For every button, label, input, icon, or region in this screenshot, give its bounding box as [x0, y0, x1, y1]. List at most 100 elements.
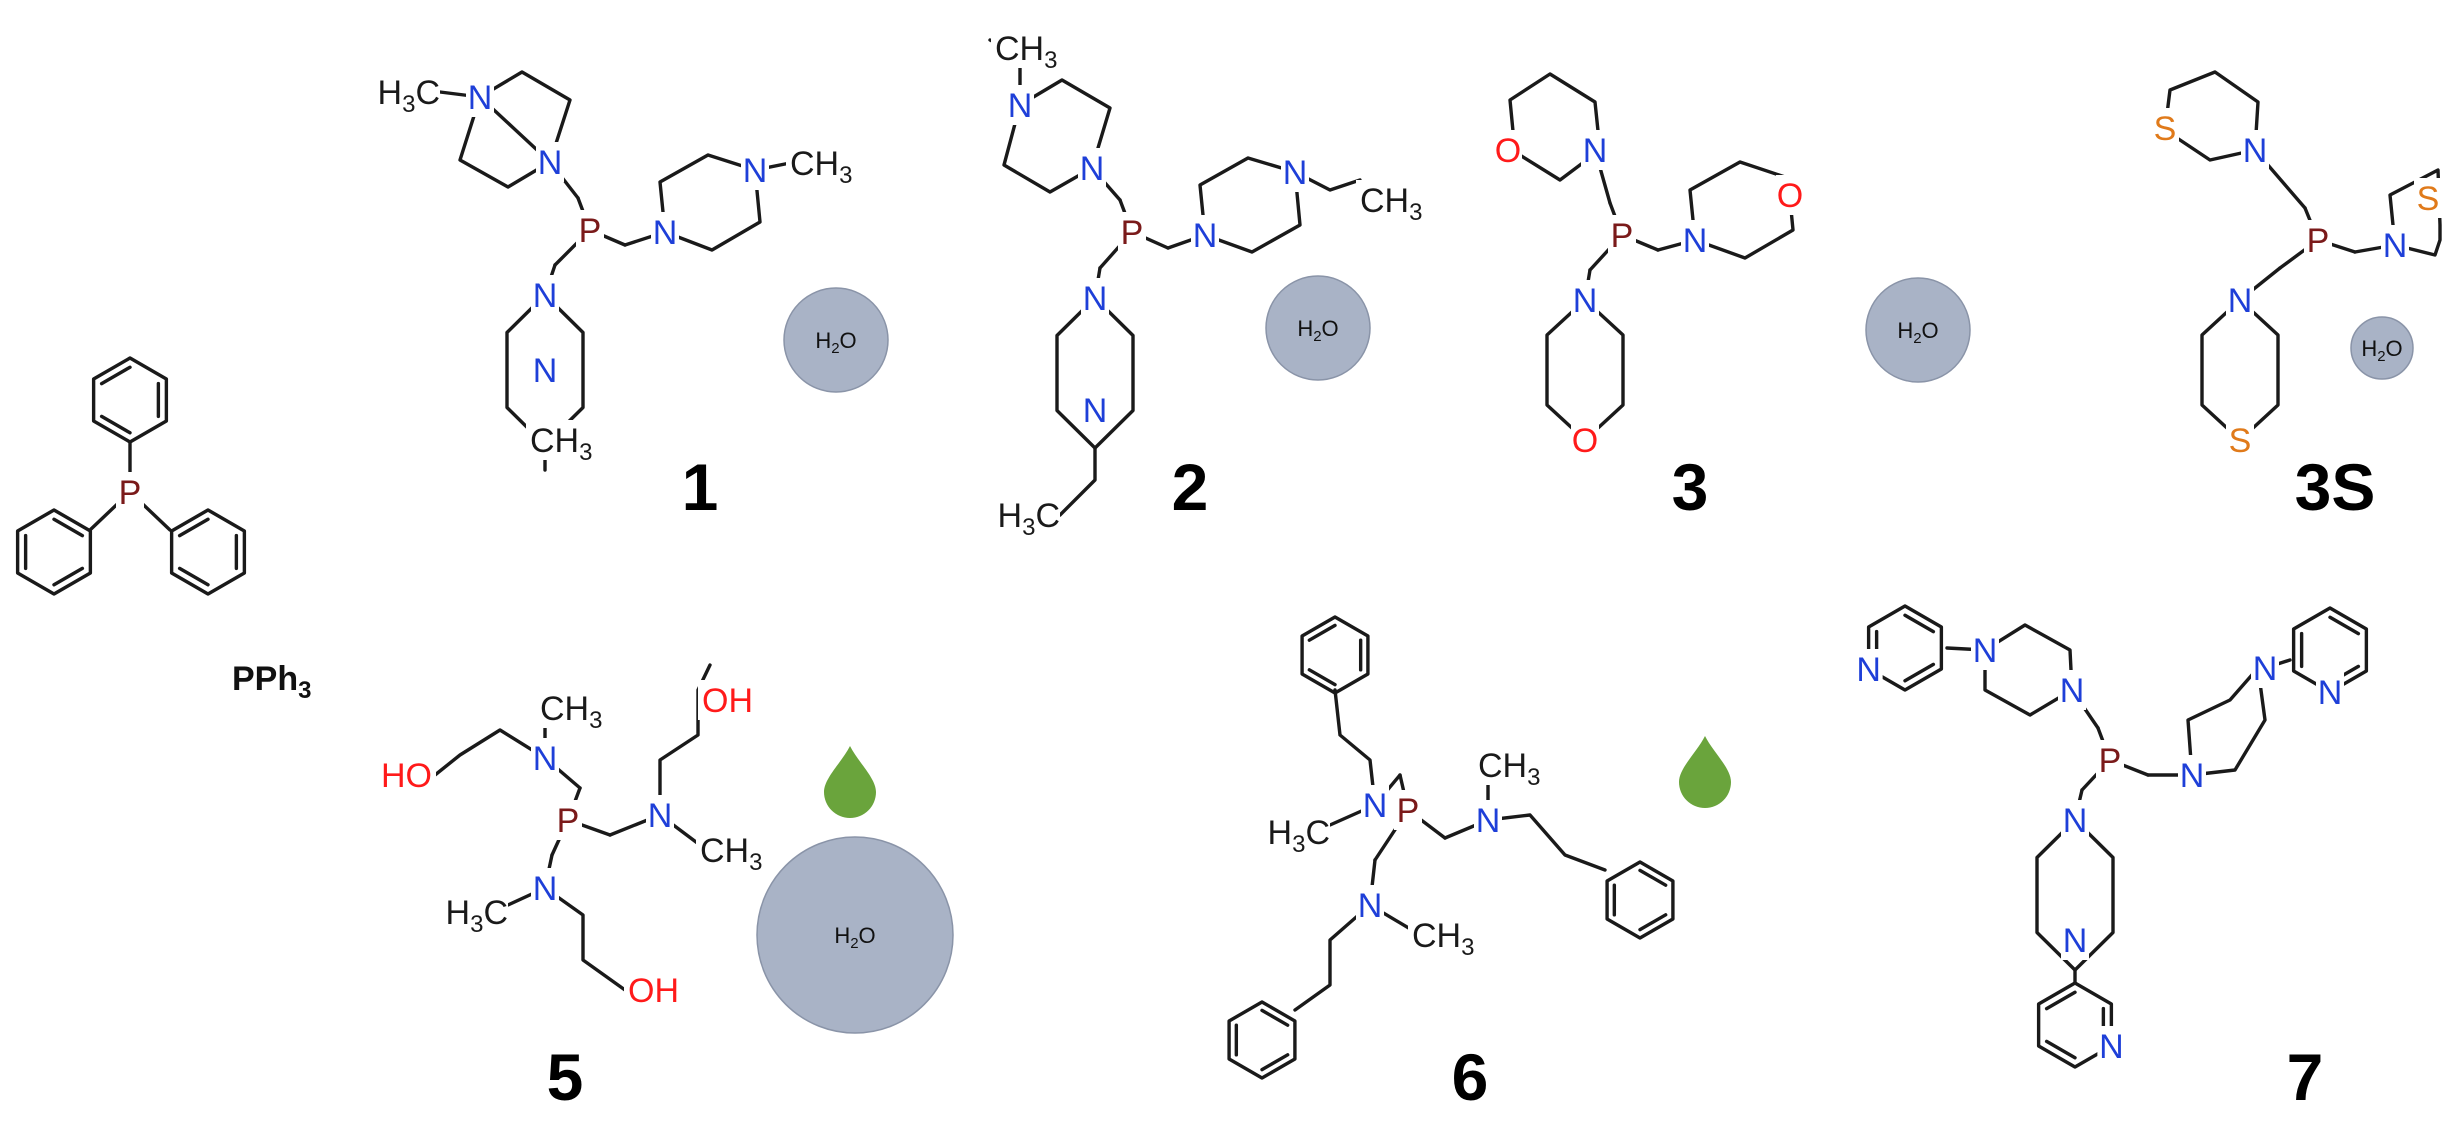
- c2-ch3-a: CH3: [995, 30, 1057, 74]
- c2-ch3-b-bg: [1356, 180, 1420, 220]
- pph3-ring-top: [91, 356, 169, 444]
- c6-chain-c: [1293, 903, 1372, 1012]
- c1-p-atom-bg: [576, 210, 604, 250]
- c2-h3c-c-bg: [994, 495, 1060, 535]
- c2-number: 2: [1172, 450, 1209, 524]
- c3s-ring-b: [2388, 168, 2442, 257]
- c7-n2-bg: [2058, 670, 2086, 710]
- c3-n1: N: [1583, 132, 1608, 170]
- c1-n3: N: [653, 214, 678, 252]
- c7-pyridine-c-double: [2044, 1039, 2077, 1060]
- pph3-ring-top-double: [99, 365, 132, 386]
- c7-pyridine-c-double: [2044, 990, 2077, 1011]
- c6-n3: N: [1358, 887, 1383, 925]
- c5-ho: HO: [381, 757, 432, 795]
- c3-n2-bg: [1681, 220, 1709, 260]
- c1-p-atom: P: [579, 212, 602, 250]
- c2-p-atom: P: [1121, 214, 1144, 252]
- pph3-p-atom-bg: [116, 472, 144, 512]
- c7-n5: N: [2063, 802, 2088, 840]
- c6-number: 6: [1452, 1040, 1489, 1114]
- c7-pyridine-a-n: N: [1856, 651, 1881, 689]
- c5-n1-bg: [531, 738, 559, 778]
- c1-ch3-b-bg: [786, 143, 850, 183]
- c7-n3: N: [2180, 757, 2205, 795]
- c7-pyridine-a-double: [1903, 613, 1936, 634]
- c2-n1-bg: [1006, 85, 1034, 125]
- c2-n3: N: [1193, 217, 1218, 255]
- c5-ho-bg: [376, 755, 436, 795]
- c2-ethyl-c: [1058, 446, 1097, 517]
- c7-n5-bg: [2061, 800, 2089, 840]
- c6-h3c-a-bg: [1264, 812, 1330, 852]
- c5-p-atom-bg: [554, 800, 582, 840]
- c6-p-atom-bg: [1394, 790, 1422, 830]
- c5-n1: N: [533, 740, 558, 778]
- c2-p-atom-bg: [1118, 212, 1146, 252]
- c5-oh-b: OH: [702, 682, 753, 720]
- c7-n6-bg: [2061, 920, 2089, 960]
- c3s-s3: S: [2229, 422, 2252, 460]
- c1-n6: N: [533, 352, 558, 390]
- c6-leaf: [1679, 736, 1731, 808]
- c6-n2-bg: [1474, 800, 1502, 840]
- c2-n5: N: [1083, 280, 1108, 318]
- c2-water-label: H2O: [1297, 316, 1338, 345]
- c1-water-label: H2O: [815, 328, 856, 357]
- c3-number: 3: [1672, 450, 1709, 524]
- c6-benzene-c: [1227, 1000, 1297, 1080]
- c3-ring-a: [1508, 72, 1602, 182]
- c3s-n1: N: [2243, 132, 2268, 170]
- c2-n3-bg: [1191, 215, 1219, 255]
- c3-p-atom-bg: [1608, 215, 1636, 255]
- c5-chain-a: [433, 728, 547, 777]
- c6-benzene-b: [1605, 860, 1675, 940]
- c3s-s1: S: [2154, 110, 2177, 148]
- c6-n2: N: [1476, 802, 1501, 840]
- pph3-ring-right: [169, 508, 247, 596]
- c3s-water: [2350, 316, 2414, 380]
- c5-leaf: [824, 746, 876, 818]
- c2-n6: N: [1083, 392, 1108, 430]
- c7-pyridine-c-n-bg: [2097, 1026, 2126, 1066]
- c7-pyridine-b-n-bg: [2316, 672, 2344, 712]
- c5-water: [756, 836, 954, 1034]
- c7-pyridine-c-n: N: [2099, 1028, 2124, 1066]
- c5-n3-bg: [531, 868, 559, 908]
- c3s-s2-bg: [2414, 178, 2442, 218]
- pph3-ring-left-double: [52, 517, 85, 538]
- c1-n2: N: [538, 144, 563, 182]
- c1-water: [783, 287, 889, 393]
- c3s-ring-a: [2163, 70, 2260, 162]
- c2-n2: N: [1080, 150, 1105, 188]
- c1-n3-bg: [651, 212, 679, 252]
- c5-n3: N: [533, 870, 558, 908]
- c3-o3: O: [1572, 422, 1598, 460]
- pph3-label: PPh3: [232, 660, 311, 704]
- c1-n4-bg: [741, 150, 769, 190]
- c1-ch3-c-bg: [526, 420, 590, 460]
- c6-chain-b: [1486, 813, 1607, 872]
- c6-benzene-c-double: [1260, 1008, 1290, 1027]
- c6-benzene-a-double: [1307, 623, 1337, 642]
- c7-n4: N: [2253, 650, 2278, 688]
- c6-benzene-b-double: [1638, 868, 1668, 887]
- c2-n6-bg: [1081, 390, 1109, 430]
- pph3-p-atom: P: [119, 474, 142, 512]
- c3-o1-bg: [1494, 130, 1522, 170]
- c7-n3-bg: [2178, 755, 2206, 795]
- c3s-s1-bg: [2151, 108, 2179, 148]
- c1-n4: N: [743, 152, 768, 190]
- c3-water-label: H2O: [1897, 318, 1938, 347]
- c5-chain-c: [543, 886, 627, 992]
- c1-n2-bg: [536, 142, 564, 182]
- c3-water: [1865, 277, 1971, 383]
- c6-chain-a: [1333, 688, 1377, 807]
- c1-n5-bg: [531, 275, 559, 315]
- c6-ch3-b-bg: [1474, 745, 1538, 785]
- c7-n1-bg: [1971, 630, 1999, 670]
- c1-n1-bg: [466, 77, 494, 117]
- c3s-n2: N: [2383, 227, 2408, 265]
